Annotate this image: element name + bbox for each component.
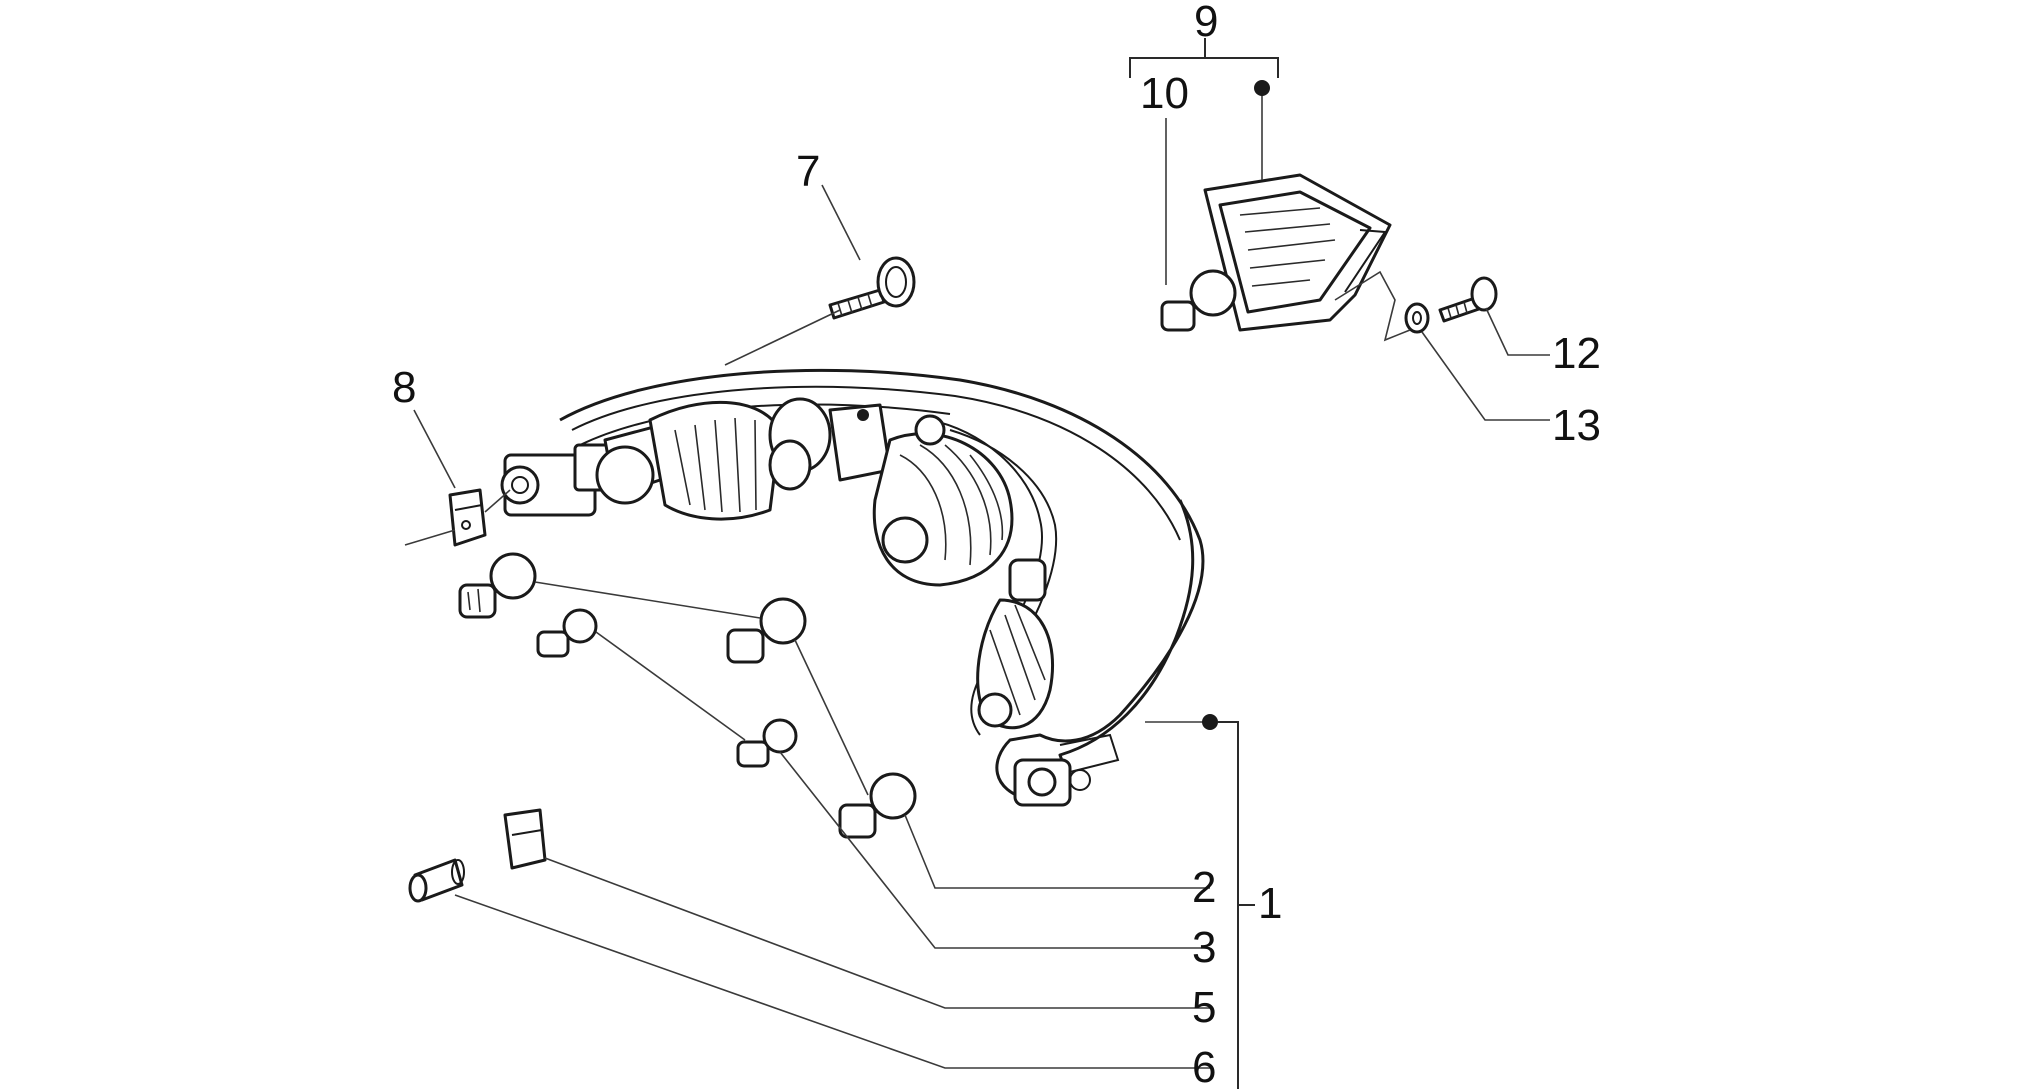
callout-10: 10 [1140,69,1189,118]
clip-nut-part [448,488,487,547]
plate-light-bulb [1160,269,1237,332]
screw-part [1438,276,1498,323]
callout-2: 2 [1192,863,1216,912]
bulb-large-middle [726,597,807,664]
license-plate-light [1203,173,1392,332]
group-bracket-1 [1202,714,1255,1089]
leader-lines [404,88,1550,1069]
washer-part [1404,302,1430,334]
callout-1: 1 [1258,879,1282,928]
callout-8: 8 [392,363,416,412]
group-bracket-9 [1129,38,1279,96]
bulb-small-left [536,608,598,658]
tail-light-housing [500,368,1205,807]
callout-5: 5 [1192,983,1216,1032]
callout-12: 12 [1552,329,1601,378]
bulb-small-middle [736,718,798,768]
callout-7: 7 [796,147,820,196]
callout-3: 3 [1192,923,1216,972]
callout-13: 13 [1552,401,1601,450]
bullet-1 [1202,714,1218,730]
callout-6: 6 [1192,1043,1216,1089]
clip-part [503,808,547,870]
spacer-part [408,858,465,903]
bulb-large-upper-left [458,552,537,619]
bolt-part [828,256,916,320]
callout-9: 9 [1194,0,1218,46]
bulb-large-lower [838,772,917,839]
bullet-9 [1254,80,1270,96]
